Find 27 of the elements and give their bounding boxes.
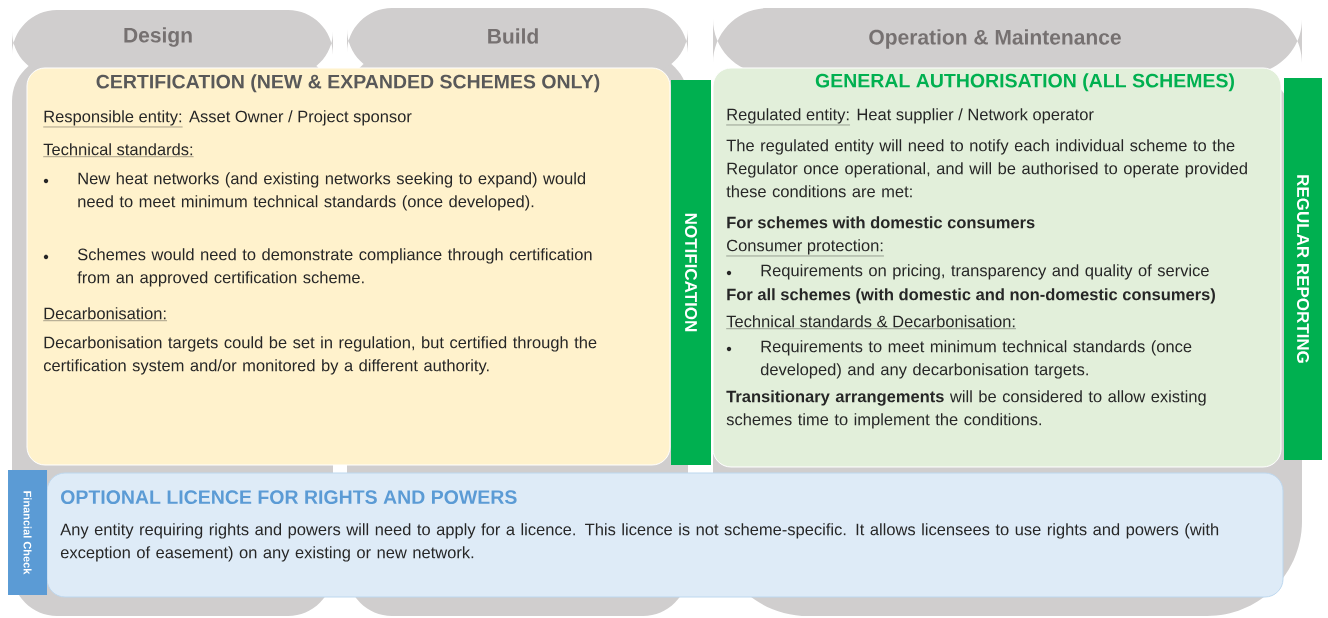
section-heading: Decarbonisation: [43,307,168,321]
body-text: The regulated entity will need to notify each individual scheme to the Regulator once operational, and will be authorised to operate provided these conditions are met: [726,139,1247,198]
bullet-text: New heat networks (and existing networks seeking to expand) would need to meet minimum technical standards (once developed). [78,172,586,211]
section-heading: Technical standards: [43,143,194,157]
section-heading: Consumer protection: [726,239,885,257]
section-heading: Responsible entity: [43,110,183,128]
bullet-text: Requirements on pricing, transparency and quality of service [761,264,1209,280]
body-text: Any entity requiring rights and powers will need to apply for a licence. This licence is not scheme-specific. It allows licensees to use rights and powers (with exception of easement) on any existing or new network. [60,523,1219,562]
bullet-text: Schemes would need to demonstrate compliance through certification from an approved certification scheme. [77,248,592,287]
body-text: Decarbonisation targets could be set in regulation, but certified through the certification system and/or monitored by a different authority. [43,336,597,375]
node-label: Build [488,28,538,44]
body-text: Transitionary arrangements will be considered to allow existing schemes time to implement the conditions. [726,390,1206,429]
body-text: Asset Owner / Project sponsor [189,110,412,126]
vertical-banner: REGULAR REPORTING [1284,78,1322,460]
body-text: Heat supplier / Network operator [857,108,1094,124]
panel-heading: OPTIONAL LICENCE FOR RIGHTS AND POWERS [61,490,517,504]
subheading: For all schemes (with domestic and non-domestic consumers) [727,288,1215,304]
phase-band: Operation & Maintenance [713,8,1302,74]
section-heading: Technical standards & Decarbonisation: [726,315,1017,329]
phase-band: Build [347,8,688,74]
vertical-banner: NOTIFICATION [671,80,711,465]
subheading: For schemes with domestic consumers [727,216,1035,229]
vertical-banner: Financial Check [8,470,47,595]
panel-heading: GENERAL AUTHORISATION (ALL SCHEMES) [815,73,1234,92]
section-heading: Regulated entity: [726,108,851,126]
bullet-text: Requirements to meet minimum technical standards (once developed) and any decarbonisation targets. [760,340,1192,379]
panel-heading: CERTIFICATION (NEW & EXPANDED SCHEMES ONLY) [96,74,600,93]
